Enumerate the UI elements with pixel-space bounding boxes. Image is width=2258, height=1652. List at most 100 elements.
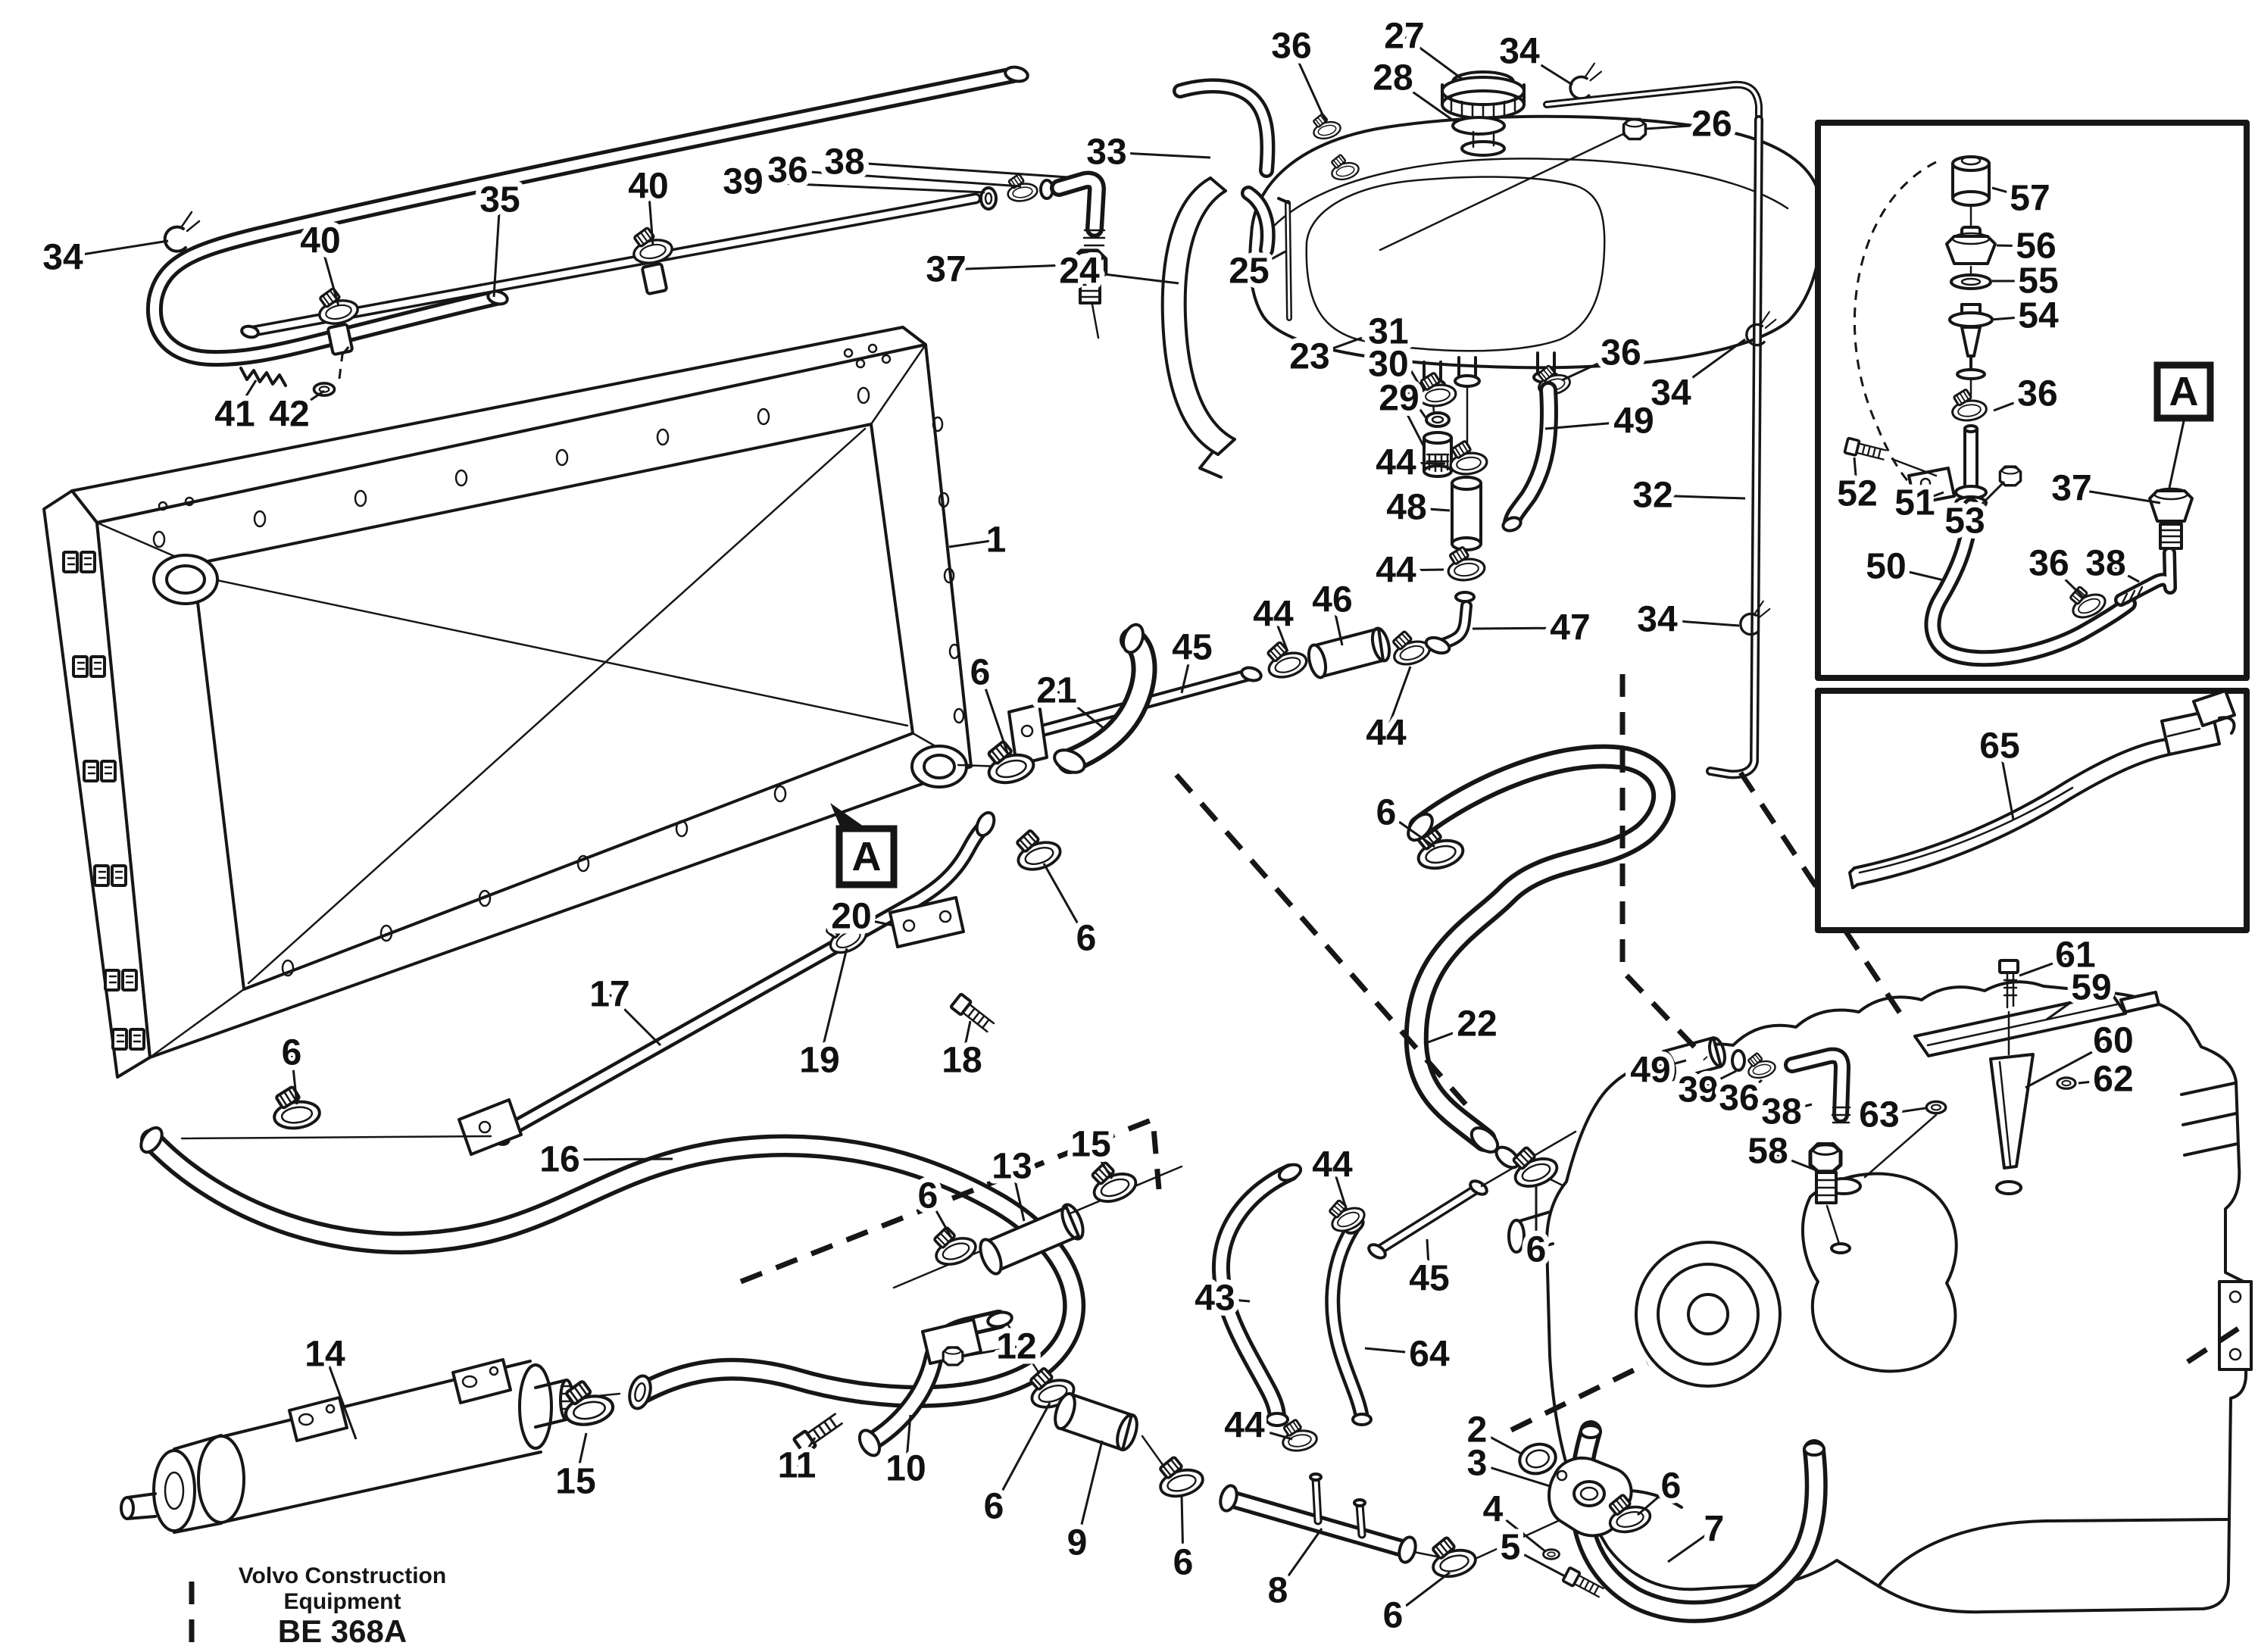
callout-55: 55 [2018,261,2058,301]
connector-tube-48 [1451,476,1482,551]
hose-clamp [313,283,361,329]
callout-37: 37 [926,250,966,290]
leader-line [1331,1164,1348,1211]
leader-line [1392,77,1455,123]
leader-line [574,1432,588,1482]
hose-clamp [1008,821,1065,876]
flange-parts [1518,1442,1654,1601]
callout-36: 36 [1271,27,1311,67]
leader-line [1392,1571,1451,1617]
callout-65: 65 [1979,726,2019,767]
mount-flange [451,1358,512,1404]
leader-line [1646,123,1713,130]
callout-48: 48 [1386,488,1426,528]
callout-64: 64 [1409,1335,1450,1375]
callout-21: 21 [1036,671,1076,711]
callout-14: 14 [305,1335,345,1375]
engine-inlet-fittings [1658,1036,1851,1254]
callout-59: 59 [2071,968,2111,1008]
leader-line [1652,494,1746,500]
section-marker-box [2153,361,2214,422]
washer-63 [1925,1100,1947,1115]
section-marker-label: A [2169,369,2199,414]
callout-54: 54 [2018,296,2059,336]
spring-hanger-line [338,337,358,379]
leader-line [1492,1508,1546,1553]
radiator-left-port [152,554,219,605]
callout-15: 15 [555,1462,595,1502]
callout-19: 19 [799,1041,839,1081]
callout-33: 33 [1086,133,1126,173]
bolt-61 [1998,959,2019,1056]
callout-36: 36 [1719,1079,1759,1119]
callout-32: 32 [1632,476,1672,516]
leader-line [1079,270,1179,285]
leader-line [1385,666,1412,734]
callout-43: 43 [1195,1279,1235,1319]
leader-line [559,1157,673,1161]
callout-6: 6 [1383,1596,1404,1636]
spring-washer [312,382,336,397]
callout-36: 36 [2028,544,2069,584]
leader-line [1089,1144,1113,1179]
leader-line [1544,420,1635,430]
callout-34: 34 [1651,373,1691,414]
expansion-tank [1160,61,1823,775]
leader-line [319,240,340,307]
rubber-sleeve-13 [979,1203,1085,1276]
leader-line [2019,954,2076,977]
leader-line [1879,1107,1926,1116]
leader-line [2046,986,2092,1021]
callout-35: 35 [479,180,520,220]
pipe-bracket [889,896,965,948]
callout-1: 1 [986,520,1007,561]
leader-line [1650,1059,1687,1072]
callout-6: 6 [984,1487,1004,1527]
retainer-clip [1569,61,1603,101]
cross-brace-lines [194,427,909,985]
callout-6: 6 [1376,793,1397,833]
callout-46: 46 [1312,580,1352,620]
callout-6: 6 [282,1033,302,1073]
leader-line [62,239,169,259]
callout-47: 47 [1550,608,1590,648]
leader-line [290,1052,298,1105]
leader-line [1667,1528,1715,1563]
callout-27: 27 [1384,17,1424,57]
bushing [979,186,998,211]
leader-line [323,1354,358,1440]
callout-51: 51 [1894,483,1935,523]
support-rail-59 [1913,991,2160,1057]
callout-23: 23 [1289,337,1329,377]
bottom-hose-chain [794,1130,1586,1582]
leader-line [1276,1528,1323,1591]
leader-line [492,199,501,298]
leader-line [1519,50,1573,86]
callout-16: 16 [539,1140,579,1180]
hose-clamp [1444,542,1488,584]
leader-line [1476,1429,1523,1456]
leader-line [1991,186,2031,200]
callout-49: 49 [1613,401,1654,442]
leader-line [1637,1485,1672,1516]
leader-line [1404,35,1463,80]
leader-line [964,1345,1017,1357]
leader-line [1963,480,2006,523]
pipe-bracket [1007,703,1048,767]
callout-8: 8 [1268,1571,1288,1611]
leader-line [1657,618,1740,627]
leader-line [2078,1078,2114,1085]
elbow-fitting [1050,170,1106,247]
leader-line [1398,398,1426,448]
leader-line [1426,1238,1431,1279]
callout-50: 50 [1866,547,1906,587]
callout-36: 36 [1601,333,1641,373]
filler-cap [1441,70,1526,157]
leader-line [1106,151,1211,159]
hose-clamp [1260,634,1311,683]
leader-line [1076,1440,1104,1544]
callout-25: 25 [1229,251,1269,292]
